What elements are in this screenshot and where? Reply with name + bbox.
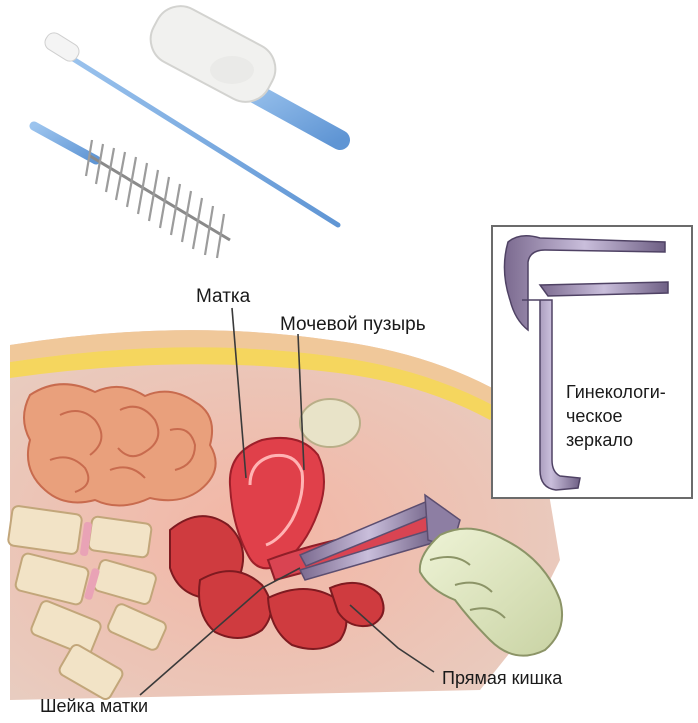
pelvic-cross-section <box>8 330 560 701</box>
intestines-shape <box>24 384 216 505</box>
rectum-label: Прямая кишка <box>442 668 563 688</box>
bladder-shape <box>300 399 360 447</box>
uterus-label: Матка <box>196 286 251 307</box>
cervix-label: Шейка матки <box>40 696 148 716</box>
speculum-inset-panel <box>492 226 692 498</box>
speculum-label-line1: Гинекологи- <box>566 382 666 402</box>
cytobrush-icon <box>34 126 230 258</box>
speculum-label-line3: зеркало <box>566 430 633 450</box>
speculum-label-line2: ческое <box>566 406 623 426</box>
bladder-label: Мочевой пузырь <box>280 314 426 335</box>
